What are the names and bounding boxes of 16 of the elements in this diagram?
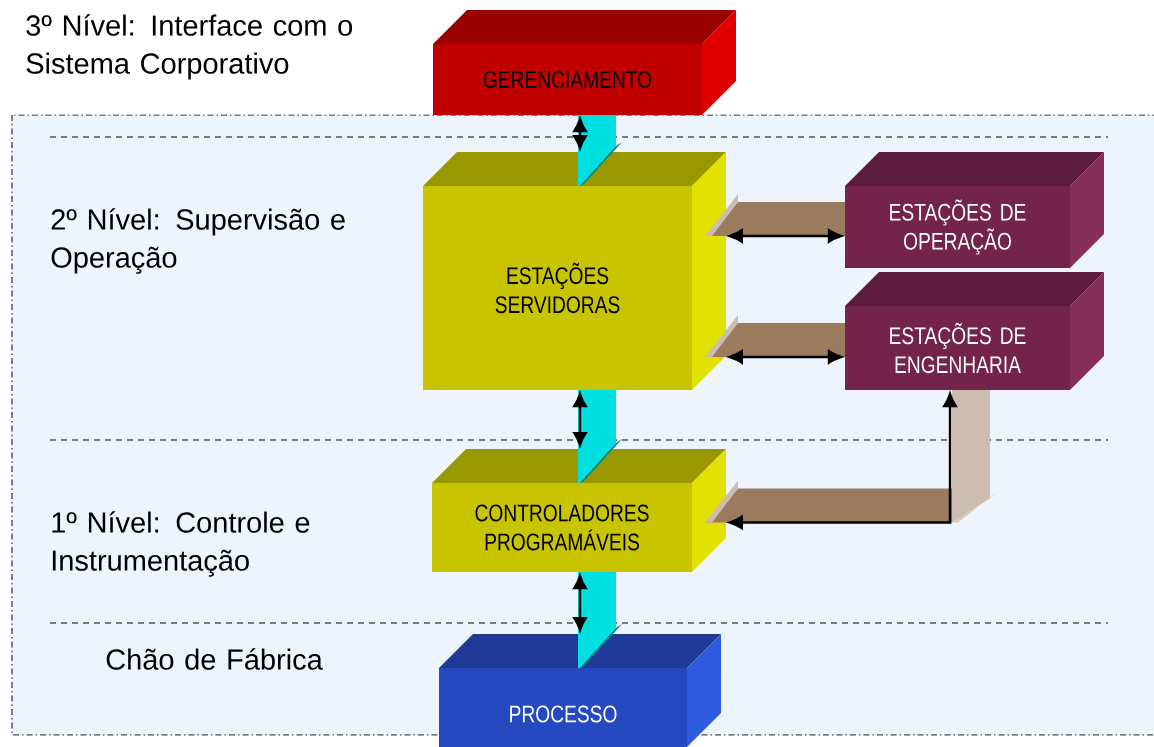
level-label: 2º Nível: Supervisão e Operação (51, 208, 345, 274)
block: PROCESSO (439, 634, 721, 747)
arrow (573, 118, 587, 150)
arrow (573, 393, 587, 447)
block: ESTAÇÕES DE ENGENHARIA (845, 272, 1104, 390)
arrow (728, 229, 842, 243)
level-label: 1º Nível: Controle e Instrumentação (52, 511, 310, 577)
level-label: 3º Nível: Interface com o Sistema Corporativo (26, 14, 353, 80)
block: ESTAÇÕES SERVIDORAS (423, 152, 726, 390)
arrow (728, 350, 842, 364)
arrow (728, 393, 957, 530)
block: CONTROLADORES PROGRAMÁVEIS (432, 449, 726, 572)
arrow (573, 575, 587, 632)
level-label: Chão de Fábrica (106, 648, 323, 670)
block: ESTAÇÕES DE OPERAÇÃO (845, 152, 1104, 268)
block: GERENCIAMENTO (433, 10, 736, 115)
